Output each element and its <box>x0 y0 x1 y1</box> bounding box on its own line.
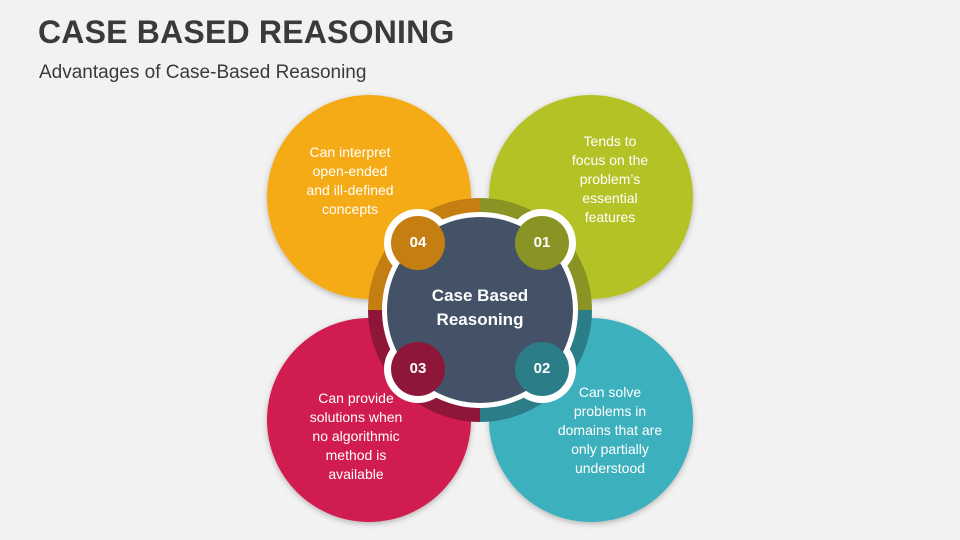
badge-02 <box>515 342 569 396</box>
petal-01-line: problem’s <box>579 171 641 187</box>
petal-01-line: Tends to <box>583 133 637 149</box>
badge-03-number: 03 <box>409 360 427 377</box>
page-subtitle: Advantages of Case-Based Reasoning <box>39 62 367 83</box>
badge-03 <box>391 342 445 396</box>
page-title: CASE BASED REASONING <box>38 14 455 50</box>
petal-01-text: Tends to focus on the problem’s essentia… <box>535 132 685 227</box>
petal-04-line: open-ended <box>312 163 388 179</box>
petal-04-line: Can interpret <box>309 144 391 160</box>
petal-02-text: Can solve problems in domains that are o… <box>535 383 685 478</box>
petal-02-line: problems in <box>573 403 647 419</box>
petal-04-text: Can interpret open-ended and ill-defined… <box>275 143 425 219</box>
petal-03-line: Can provide <box>318 390 394 406</box>
badge-02-number: 02 <box>533 360 551 377</box>
center-label-line-1: Case Based <box>431 286 529 305</box>
petal-01-line: focus on the <box>571 152 649 168</box>
petal-02-line: domains that are <box>557 422 663 438</box>
petal-02-line: understood <box>574 460 646 476</box>
petal-03-line: no algorithmic <box>312 428 400 444</box>
badge-04-number: 04 <box>409 234 427 251</box>
petal-01-line: features <box>584 209 636 225</box>
petal-01-line: essential <box>582 190 638 206</box>
petal-02-line: Can solve <box>578 384 642 400</box>
badge-04 <box>391 216 445 270</box>
petal-04-line: and ill-defined <box>306 182 394 198</box>
petal-03-text: Can provide solutions when no algorithmi… <box>281 389 431 484</box>
center-label: Case Based Reasoning <box>405 284 555 332</box>
petal-04-line: concepts <box>321 201 379 217</box>
petal-03-line: available <box>328 466 384 482</box>
badge-01-number: 01 <box>533 234 551 251</box>
petal-03-line: method is <box>325 447 387 463</box>
petal-02-line: only partially <box>571 441 649 457</box>
petal-03-line: solutions when <box>309 409 403 425</box>
center-label-line-2: Reasoning <box>436 310 524 329</box>
badge-01 <box>515 216 569 270</box>
